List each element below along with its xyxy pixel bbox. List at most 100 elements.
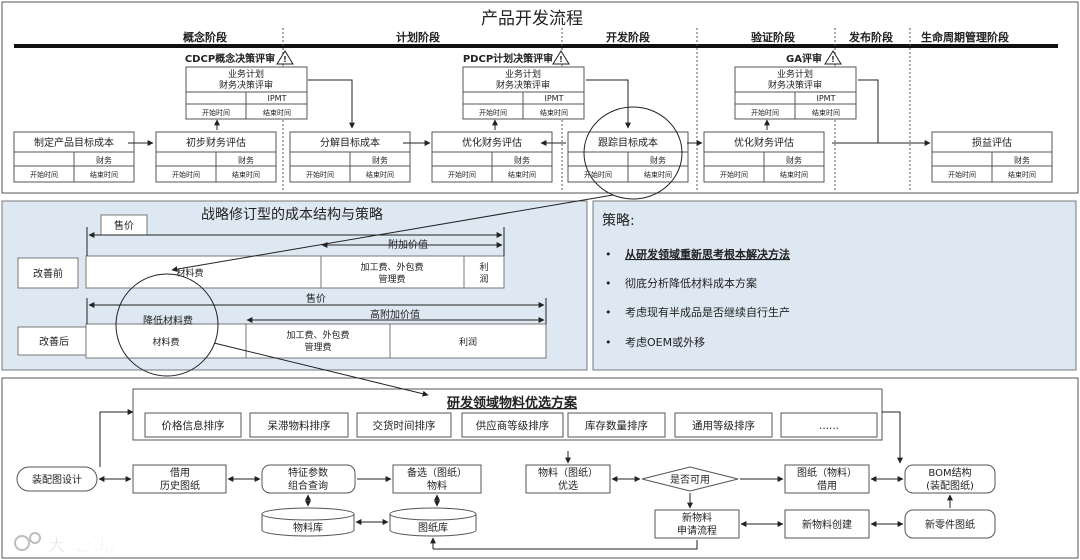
after-material-label: 材料费 xyxy=(152,336,179,348)
new-apply-label-1: 新物料 xyxy=(682,511,712,524)
review-box-start: 开始时间 xyxy=(202,108,230,117)
flow-boxes xyxy=(16,464,996,539)
svg-text:•: • xyxy=(605,277,612,290)
bom-label-2: (装配图纸) xyxy=(926,479,974,492)
task-end: 结束时间 xyxy=(1008,170,1036,179)
review-box-owner: IPMT xyxy=(545,94,564,103)
before-processing-cell xyxy=(320,255,465,289)
task-start: 开始时间 xyxy=(30,170,58,179)
after-processing-cell xyxy=(245,323,391,359)
bom-label-1: BOM结构 xyxy=(928,466,971,479)
strategy-heading: 策略: xyxy=(602,212,635,229)
review-box-end: 结束时间 xyxy=(263,108,291,117)
phase-lifecycle: 生命周期管理阶段 xyxy=(921,30,1009,44)
sort-criteria-label: 通用等级排序 xyxy=(692,419,755,432)
review-box: 业务计划财务决策评审IPMT开始时间结束时间 xyxy=(462,66,585,120)
phase-verify: 验证阶段 xyxy=(751,30,795,44)
task-box: 优化财务评估财务开始时间结束时间 xyxy=(703,131,825,183)
strategy-item-4: 考虑OEM或外移 xyxy=(625,336,705,349)
watermark-text: 大数跨境 xyxy=(48,535,116,556)
strategy-item-2: 彻底分析降低材料成本方案 xyxy=(625,276,757,290)
new-part-label: 新零件图纸 xyxy=(925,518,975,531)
svg-text:•: • xyxy=(605,248,612,261)
after-profit-cell xyxy=(389,323,547,359)
svg-text:•: • xyxy=(605,306,612,319)
new-create-label: 新物料创建 xyxy=(802,518,852,531)
before-material-label: 材料费 xyxy=(176,267,203,279)
new-apply-box xyxy=(654,509,740,539)
task-start: 开始时间 xyxy=(948,170,976,179)
task-box: 初步财务评估财务开始时间结束时间 xyxy=(155,131,277,183)
sort-criteria-box: 通用等级排序 xyxy=(674,412,773,438)
preferred-label-1: 物料（图纸） xyxy=(538,466,598,479)
reduce-material-label: 降低材料费 xyxy=(143,314,193,327)
task-owner: 财务 xyxy=(514,155,530,165)
cost-structure-boxes xyxy=(17,214,547,359)
high-added-value-label: 高附加价值 xyxy=(370,308,420,321)
task-box: 分解目标成本财务开始时间结束时间 xyxy=(289,131,411,183)
sort-criteria-label: ...... xyxy=(819,420,839,432)
review-ga-warning-icon: ! xyxy=(824,50,842,65)
flow-labels: 装配图设计 借用 历史图纸 特征参数 组合查询 备选（图纸） 物料 物料库 图纸… xyxy=(32,466,975,537)
svg-text:!: ! xyxy=(559,55,563,64)
review-pdcp-label: PDCP计划决策评审 xyxy=(463,52,553,65)
before-processing-label-2: 管理费 xyxy=(378,273,405,285)
task-start: 开始时间 xyxy=(720,170,748,179)
review-cdcp-warning-icon: ! xyxy=(276,50,294,65)
candidate-box xyxy=(392,464,482,494)
review-boxes: 业务计划财务决策评审IPMT开始时间结束时间业务计划财务决策评审IPMT开始时间… xyxy=(185,66,857,120)
review-box-line2: 财务决策评审 xyxy=(768,79,822,91)
review-box-line2: 财务决策评审 xyxy=(496,79,550,91)
material-lib-top xyxy=(261,507,355,521)
task-start: 开始时间 xyxy=(306,170,334,179)
available-label: 是否可用 xyxy=(670,474,710,486)
sort-criteria-label: 呆滞物料排序 xyxy=(268,419,331,432)
task-start: 开始时间 xyxy=(172,170,200,179)
flow-title: 产品开发流程 xyxy=(481,9,583,29)
sort-criteria-box: 呆滞物料排序 xyxy=(249,412,349,438)
review-pdcp-warning-icon: ! xyxy=(552,50,570,65)
review-box-line2: 财务决策评审 xyxy=(219,79,273,91)
after-price-label: 售价 xyxy=(306,292,326,305)
task-label: 制定产品目标成本 xyxy=(34,136,114,149)
assembly-label: 装配图设计 xyxy=(32,473,82,486)
task-label: 损益评估 xyxy=(972,136,1012,149)
task-box: 制定产品目标成本财务开始时间结束时间 xyxy=(13,131,135,183)
after-processing-label-2: 管理费 xyxy=(304,341,331,353)
sort-criteria-label: 交货时间排序 xyxy=(373,419,436,432)
phase-develop: 开发阶段 xyxy=(606,30,650,44)
task-label: 优化财务评估 xyxy=(734,136,794,149)
candidate-label-1: 备选（图纸） xyxy=(407,466,467,479)
review-box-line1: 业务计划 xyxy=(505,68,541,80)
review-box: 业务计划财务决策评审IPMT开始时间结束时间 xyxy=(734,66,857,120)
review-box-start: 开始时间 xyxy=(751,108,779,117)
sort-criteria-box: 供应商等级排序 xyxy=(461,412,564,438)
strategy-panel xyxy=(592,200,1077,371)
before-profit-label-2: 润 xyxy=(479,273,488,285)
sort-criteria-label: 供应商等级排序 xyxy=(476,419,550,432)
task-start: 开始时间 xyxy=(584,170,612,179)
after-processing-label-1: 加工费、外包费 xyxy=(286,329,349,341)
review-box-end: 结束时间 xyxy=(812,108,840,117)
before-label-box xyxy=(17,257,79,289)
sort-criteria-label: 库存数量排序 xyxy=(585,419,648,432)
preferred-label-2: 优选 xyxy=(558,479,578,492)
review-box-line1: 业务计划 xyxy=(777,68,813,80)
task-owner: 财务 xyxy=(372,155,388,165)
before-material-cell xyxy=(85,255,322,289)
review-box: 业务计划财务决策评审IPMT开始时间结束时间 xyxy=(185,66,308,120)
new-apply-label-2: 申请流程 xyxy=(677,524,717,537)
task-owner: 财务 xyxy=(238,155,254,165)
material-plan-title: 研发领域物料优选方案 xyxy=(447,395,578,411)
sort-criteria-label: 价格信息排序 xyxy=(162,419,225,432)
review-box-owner: IPMT xyxy=(268,94,287,103)
review-box-start: 开始时间 xyxy=(479,108,507,117)
task-label: 分解目标成本 xyxy=(320,136,380,149)
before-label: 改善前 xyxy=(33,267,63,280)
new-part-box xyxy=(904,509,996,539)
watermark: 大数跨境 xyxy=(14,532,116,556)
feature-query-box xyxy=(261,464,356,494)
review-ga-label: GA评审 xyxy=(786,52,822,65)
